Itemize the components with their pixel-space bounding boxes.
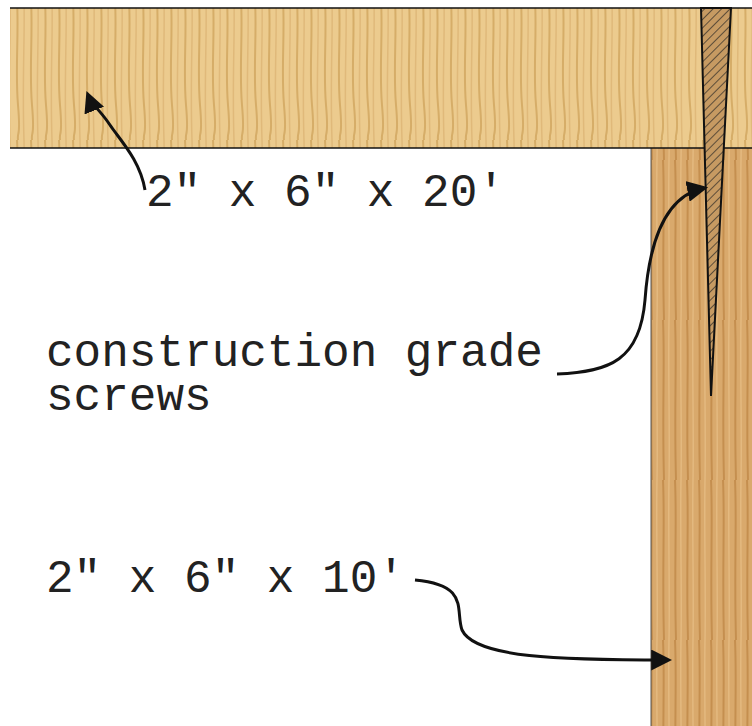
- part-name: construction grade screws: [46, 332, 566, 420]
- board-dimension: 2" x 6" x 20': [146, 172, 586, 216]
- board-dimension: 2" x 6" x 10': [46, 558, 446, 602]
- vertical-board: [651, 148, 752, 726]
- screw: [701, 8, 731, 396]
- leader-arrow: [88, 95, 145, 190]
- leader-arrow: [557, 188, 704, 374]
- leader-arrow: [415, 580, 668, 660]
- horizontal-board: [10, 8, 752, 148]
